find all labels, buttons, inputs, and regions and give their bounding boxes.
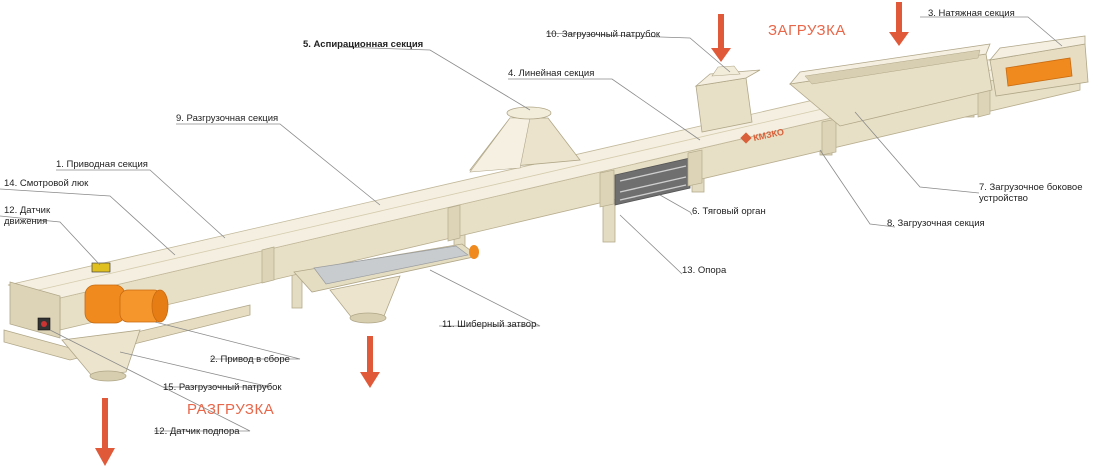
label-unloading-nozzle: 15. Разгрузочный патрубок <box>163 382 282 393</box>
label-loading-nozzle: 10. Загрузочный патрубок <box>546 29 661 40</box>
label-traction-member: 6. Тяговый орган <box>692 206 766 217</box>
label-side-loader-1: 7. Загрузочное боковое <box>979 182 1082 193</box>
aspiration-hopper-mouth <box>506 106 552 120</box>
loading-arrow-1 <box>711 14 731 62</box>
label-motion-sensor-1: 12. Датчик <box>4 205 51 216</box>
loading-nozzle-box <box>694 65 761 133</box>
label-drive-assembly: 2. Привод в сборе <box>210 354 290 365</box>
label-motion-sensor-2: движения <box>4 216 47 227</box>
gate-valve-handle <box>469 245 479 259</box>
traction-chain <box>619 165 687 201</box>
label-aspiration-section: 5. Аспирационная секция <box>303 39 423 50</box>
annotation-unloading: РАЗГРУЗКА <box>187 401 274 418</box>
label-unloading-section: 9. Разгрузочная секция <box>176 113 278 124</box>
unloading-arrow-1 <box>360 336 380 388</box>
motion-sensor <box>91 262 111 273</box>
labels: 5. Аспирационная секция 9. Разгрузочная … <box>4 8 1082 437</box>
label-support: 13. Опора <box>682 265 727 276</box>
aspiration-hopper-side <box>469 117 531 173</box>
label-linear-section: 4. Линейная секция <box>508 68 594 79</box>
tension-section <box>989 35 1089 97</box>
drive-motor <box>84 284 169 324</box>
aspiration-hopper <box>469 106 581 173</box>
label-inspection-hatch: 14. Смотровой люк <box>4 178 89 189</box>
label-gate-valve: 11. Шиберный затвор <box>442 319 536 330</box>
label-tension-section: 3. Натяжная секция <box>928 8 1015 19</box>
leader-lines <box>0 16 1063 432</box>
flow-arrows <box>95 2 909 466</box>
unloading-nozzle <box>61 329 141 377</box>
gate-discharge-mouth <box>349 312 387 324</box>
side-loader <box>789 43 993 127</box>
label-loading-section: 8. Загрузочная секция <box>887 218 985 229</box>
label-backup-sensor: 12. Датчик подпора <box>154 426 240 437</box>
label-side-loader-2: устройство <box>979 193 1028 204</box>
annotation-loading: ЗАГРУЗКА <box>768 22 846 39</box>
drive-section <box>3 262 251 382</box>
logo-mark <box>740 132 752 144</box>
unloading-nozzle-mouth <box>89 370 127 382</box>
gate-valve <box>293 243 479 324</box>
gate-valve-plate <box>313 245 469 285</box>
label-drive-section: 1. Приводная секция <box>56 159 148 170</box>
tension-motor <box>1005 57 1073 87</box>
unloading-arrow-2 <box>95 398 115 466</box>
loading-arrow-2 <box>889 2 909 46</box>
